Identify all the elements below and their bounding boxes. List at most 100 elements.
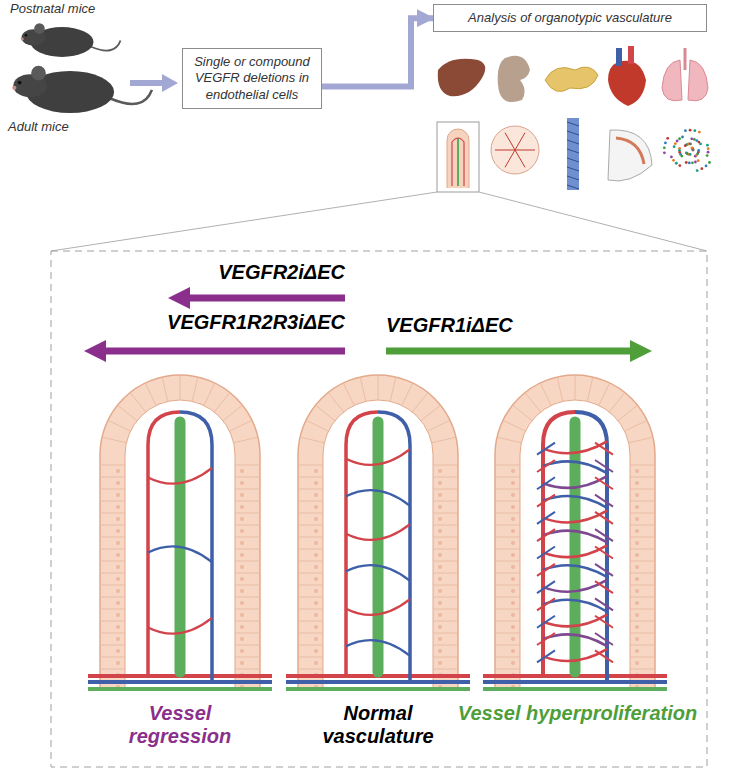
cluster-dot: [676, 140, 679, 143]
nucleus: [116, 469, 120, 473]
nucleus: [116, 541, 120, 545]
cell-border: [117, 405, 137, 421]
nucleus: [116, 505, 120, 509]
nucleus: [240, 493, 244, 497]
capillary: [595, 495, 613, 507]
cell-border: [298, 597, 323, 598]
cell-border: [235, 477, 260, 478]
cell-border: [495, 513, 520, 514]
nucleus: [240, 589, 244, 593]
vessel-stripe: [567, 185, 579, 189]
cell-border: [630, 465, 655, 466]
nucleus: [635, 517, 639, 521]
cell-border: [100, 477, 125, 478]
nucleus: [240, 649, 244, 653]
vessel-stripe: [567, 167, 579, 171]
nucleus: [116, 493, 120, 497]
nucleus: [635, 505, 639, 509]
nucleus: [438, 469, 442, 473]
cell-border: [630, 633, 655, 634]
nucleus: [240, 529, 244, 533]
capillary: [595, 581, 613, 593]
cell-border: [503, 420, 526, 431]
cell-border: [433, 477, 458, 478]
capillary: [543, 565, 607, 577]
nucleus: [240, 661, 244, 665]
cell-border: [328, 392, 344, 412]
cluster-dot: [689, 153, 692, 156]
cell-border: [630, 609, 655, 610]
cluster-dot: [697, 149, 700, 152]
cell-border: [495, 597, 520, 598]
cell-border: [433, 669, 458, 670]
cell-border: [235, 549, 260, 550]
capillary: [543, 531, 607, 543]
cell-border: [343, 383, 354, 406]
cell-border: [100, 525, 125, 526]
vessel-stripe: [567, 149, 579, 153]
cell-border: [557, 377, 563, 401]
nucleus: [511, 493, 515, 497]
cell-border: [100, 585, 125, 586]
phenotype-label: Normal vasculature: [303, 702, 453, 748]
genotype-label: VEGFR1R2R3iΔEC: [75, 311, 345, 334]
cell-border: [298, 657, 323, 658]
cluster-dot: [707, 147, 710, 150]
cell-border: [100, 561, 125, 562]
cluster-dot: [678, 164, 681, 167]
capillary: [595, 598, 613, 610]
cell-border: [629, 437, 653, 443]
figure-label: Adult mice: [8, 120, 128, 135]
nucleus: [314, 505, 318, 509]
nucleus: [116, 625, 120, 629]
cluster-dot: [673, 145, 676, 148]
cell-border: [609, 392, 625, 412]
base-lymphatic: [286, 687, 470, 691]
nucleus: [511, 661, 515, 665]
artery: [148, 412, 180, 676]
cell-border: [630, 669, 655, 670]
cell-border: [495, 549, 520, 550]
capillary: [537, 547, 555, 559]
nucleus: [438, 541, 442, 545]
nucleus: [511, 613, 515, 617]
nucleus: [635, 613, 639, 617]
mini-villus: [447, 129, 469, 188]
genotype-label: VEGFR2iΔEC: [110, 261, 345, 284]
liver-icon: [438, 59, 485, 96]
cell-border: [495, 585, 520, 586]
nucleus: [314, 625, 318, 629]
cell-border: [235, 609, 260, 610]
mouse-part: [12, 86, 16, 90]
cell-border: [100, 465, 125, 466]
nucleus: [116, 529, 120, 533]
flow-arrow: [130, 80, 164, 86]
nucleus: [240, 517, 244, 521]
cell-border: [630, 645, 655, 646]
cell-border: [630, 657, 655, 658]
cell-border: [495, 465, 520, 466]
cell-border: [402, 383, 413, 406]
cell-border: [433, 561, 458, 562]
capillary: [537, 443, 555, 455]
capillary: [148, 468, 212, 484]
cell-border: [495, 477, 520, 478]
cluster-dot: [706, 154, 709, 157]
cell-border: [630, 489, 655, 490]
nucleus: [314, 601, 318, 605]
capillary: [537, 512, 555, 524]
cluster-dot: [664, 142, 667, 145]
cell-border: [433, 489, 458, 490]
cell-border: [421, 405, 441, 421]
nucleus: [438, 613, 442, 617]
cell-border: [630, 561, 655, 562]
cell-border: [130, 392, 146, 412]
lamina-propria: [323, 400, 433, 690]
cell-border: [100, 513, 125, 514]
vessel-stripe: [567, 176, 579, 180]
capillary: [543, 634, 607, 646]
nucleus: [511, 589, 515, 593]
tissue-vessel: [505, 133, 515, 150]
cluster-dot: [697, 159, 700, 162]
